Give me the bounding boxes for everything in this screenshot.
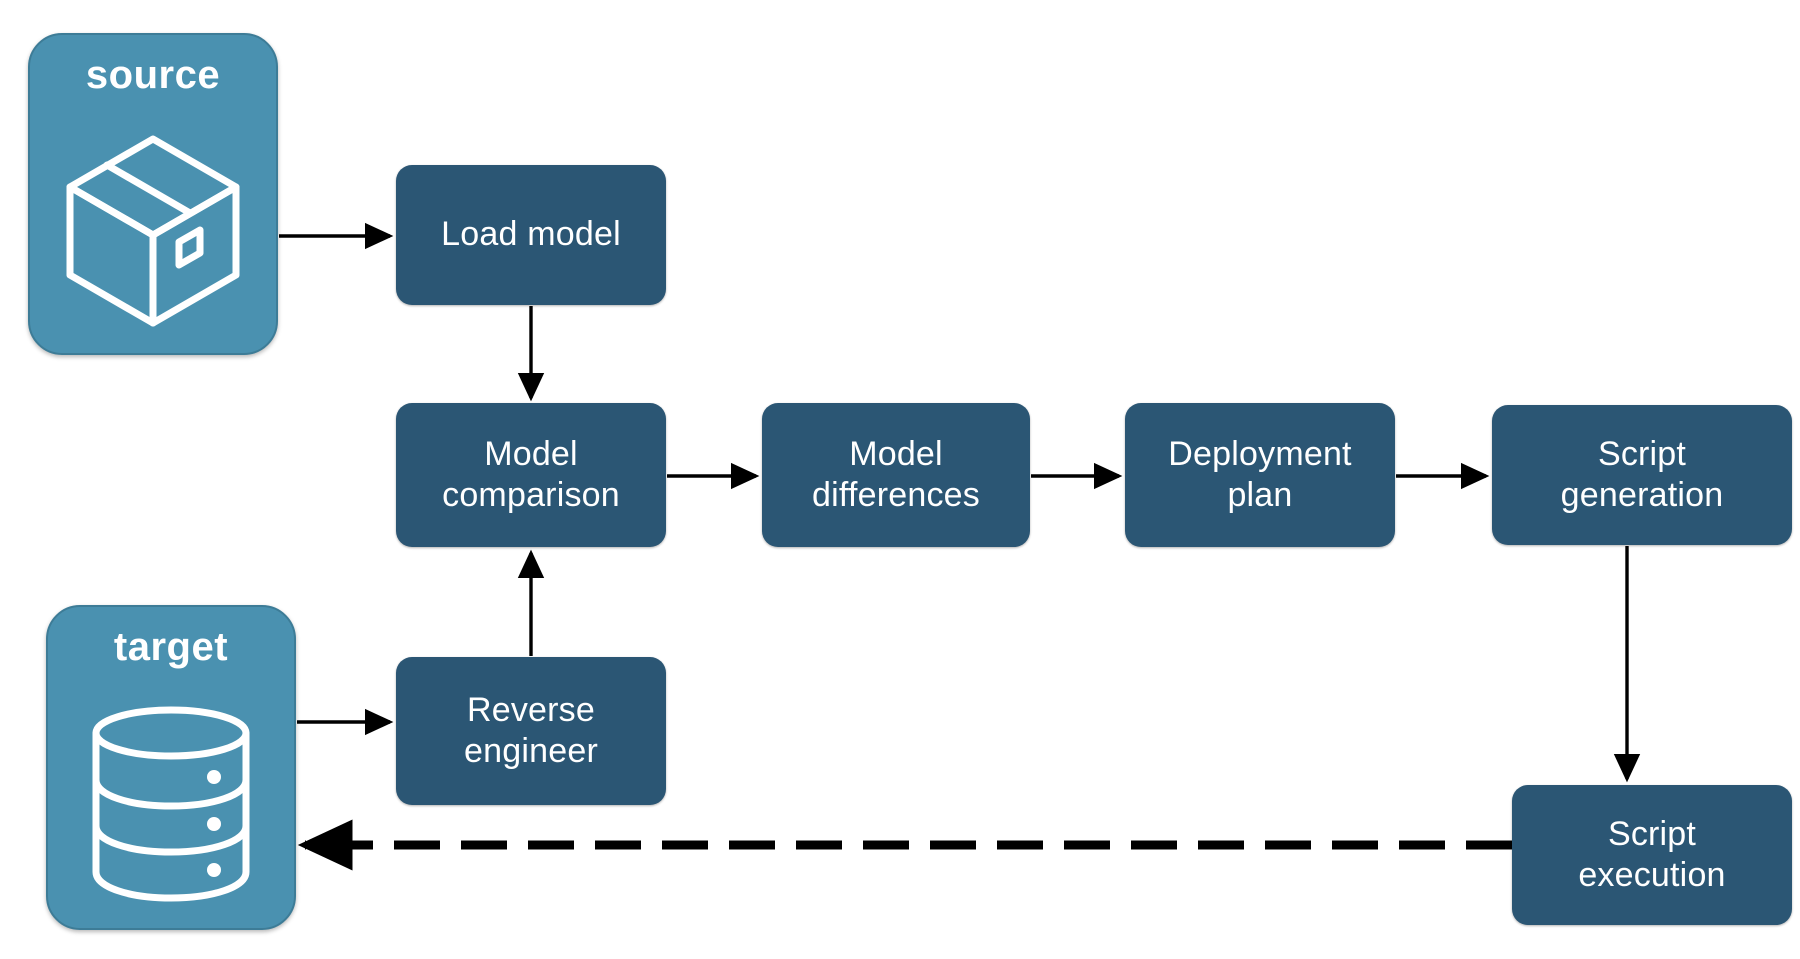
process-box-script-execution-line-1: Script bbox=[1607, 814, 1697, 853]
process-box-load-model[interactable]: Load model bbox=[396, 165, 666, 305]
process-box-model-comparison-line-1: Model bbox=[484, 434, 578, 473]
process-box-model-differences-line-2: differences bbox=[812, 476, 980, 514]
process-box-model-comparison[interactable]: Model comparison bbox=[396, 403, 666, 547]
database-cylinder-icon bbox=[48, 676, 294, 928]
process-box-deployment-plan-line-2: plan bbox=[1227, 476, 1293, 514]
process-box-script-execution-line-2: execution bbox=[1578, 856, 1726, 894]
endpoint-card-source[interactable]: source bbox=[28, 33, 278, 355]
process-box-script-generation-line-1: Script bbox=[1597, 434, 1687, 473]
process-box-deployment-plan-line-1: Deployment bbox=[1168, 434, 1352, 473]
endpoint-card-target[interactable]: target bbox=[46, 605, 296, 930]
process-box-reverse-engineer-line-1: Reverse bbox=[466, 690, 595, 729]
process-box-model-differences-line-1: Model bbox=[849, 434, 943, 473]
process-box-load-model-line-1: Load model bbox=[441, 215, 621, 254]
package-box-icon bbox=[30, 104, 276, 353]
process-box-reverse-engineer[interactable]: Reverse engineer bbox=[396, 657, 666, 805]
process-box-script-generation[interactable]: Script generation bbox=[1492, 405, 1792, 545]
process-box-reverse-engineer-line-2: engineer bbox=[464, 732, 598, 770]
process-box-model-differences[interactable]: Model differences bbox=[762, 403, 1030, 547]
process-box-deployment-plan[interactable]: Deployment plan bbox=[1125, 403, 1395, 547]
endpoint-card-source-label: source bbox=[85, 53, 221, 97]
endpoint-card-target-label: target bbox=[113, 625, 229, 669]
process-box-script-generation-line-2: generation bbox=[1560, 476, 1724, 514]
process-box-script-execution[interactable]: Script execution bbox=[1512, 785, 1792, 925]
process-box-model-comparison-line-2: comparison bbox=[442, 476, 620, 514]
